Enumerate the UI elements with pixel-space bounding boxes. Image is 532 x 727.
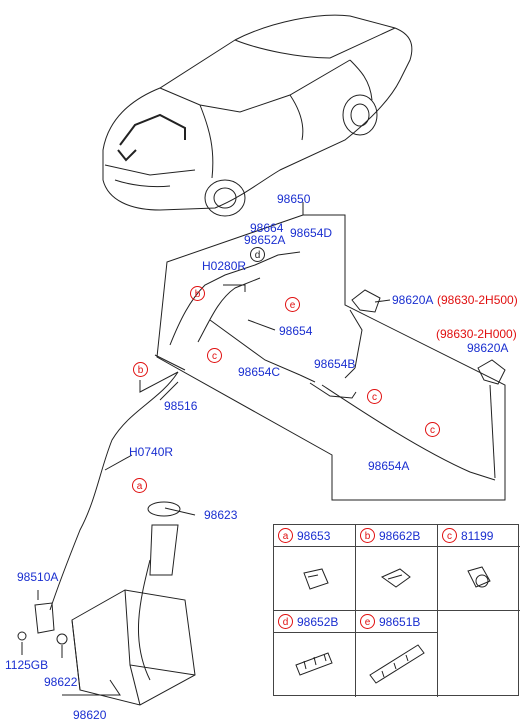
parts-legend: a 98653 b 98662B c 81199 d 98652B e 98651B	[273, 524, 520, 697]
legend-letter: d	[278, 614, 293, 629]
label-98623: 98623	[204, 508, 238, 522]
legend-letter: b	[360, 528, 375, 543]
pump	[34, 602, 55, 634]
legend-cell: e 98651B	[356, 611, 438, 697]
label-98620A-top: 98620A	[392, 293, 434, 307]
legend-letter: e	[360, 614, 375, 629]
label-98620A-right: 98620A	[467, 341, 509, 355]
car-outline	[102, 14, 413, 211]
label-98510A: 98510A	[17, 570, 59, 584]
label-98664: 98664	[250, 221, 284, 235]
clip-a-icon	[303, 568, 329, 590]
callout-b: b	[133, 362, 148, 377]
label-H0280R: H0280R	[202, 259, 247, 273]
legend-code: 98652B	[297, 615, 339, 629]
legend-code: 98651B	[379, 615, 421, 629]
label-98654D: 98654D	[290, 226, 333, 240]
label-98654A: 98654A	[368, 459, 410, 473]
legend-cell-empty	[438, 611, 520, 697]
connector-e-icon	[369, 644, 425, 684]
clip-b-icon	[380, 568, 411, 588]
label-98516: 98516	[164, 399, 198, 413]
legend-cell: d 98652B	[274, 611, 356, 697]
callout-c: c	[367, 389, 382, 404]
reservoir-tank	[71, 589, 196, 706]
reservoir-cap	[147, 501, 181, 517]
callout-c: c	[425, 422, 440, 437]
callout-a: a	[132, 478, 147, 493]
legend-code: 98653	[297, 529, 331, 543]
label-98654: 98654	[279, 324, 313, 338]
callout-b: b	[190, 286, 205, 301]
label-98630-2H000: (98630-2H000)	[436, 327, 517, 341]
label-98652A: 98652A	[244, 233, 286, 247]
legend-divider	[274, 610, 520, 611]
connector-d-icon	[295, 652, 333, 676]
nozzle-right	[477, 359, 506, 385]
label-98622: 98622	[44, 675, 78, 689]
label-H0740R: H0740R	[129, 445, 174, 459]
legend-letter: c	[442, 528, 457, 543]
callout-e: e	[285, 297, 300, 312]
label-98630-2H500: (98630-2H500)	[437, 293, 518, 307]
label-98654C: 98654C	[238, 365, 281, 379]
legend-code: 81199	[461, 529, 494, 543]
legend-code: 98662B	[379, 529, 421, 543]
label-98620: 98620	[73, 708, 107, 722]
legend-cell: b 98662B	[356, 525, 438, 611]
label-1125GB: 1125GB	[5, 658, 49, 672]
clip-c-icon	[467, 566, 491, 588]
label-98650: 98650	[277, 192, 311, 206]
callout-c: c	[207, 348, 222, 363]
legend-cell: a 98653	[274, 525, 356, 611]
nozzle-top	[351, 289, 381, 313]
legend-cell: c 81199	[438, 525, 520, 611]
assembly-frame	[156, 202, 506, 501]
callout-d: d	[250, 247, 265, 262]
label-98654B: 98654B	[314, 357, 356, 371]
legend-letter: a	[278, 528, 293, 543]
